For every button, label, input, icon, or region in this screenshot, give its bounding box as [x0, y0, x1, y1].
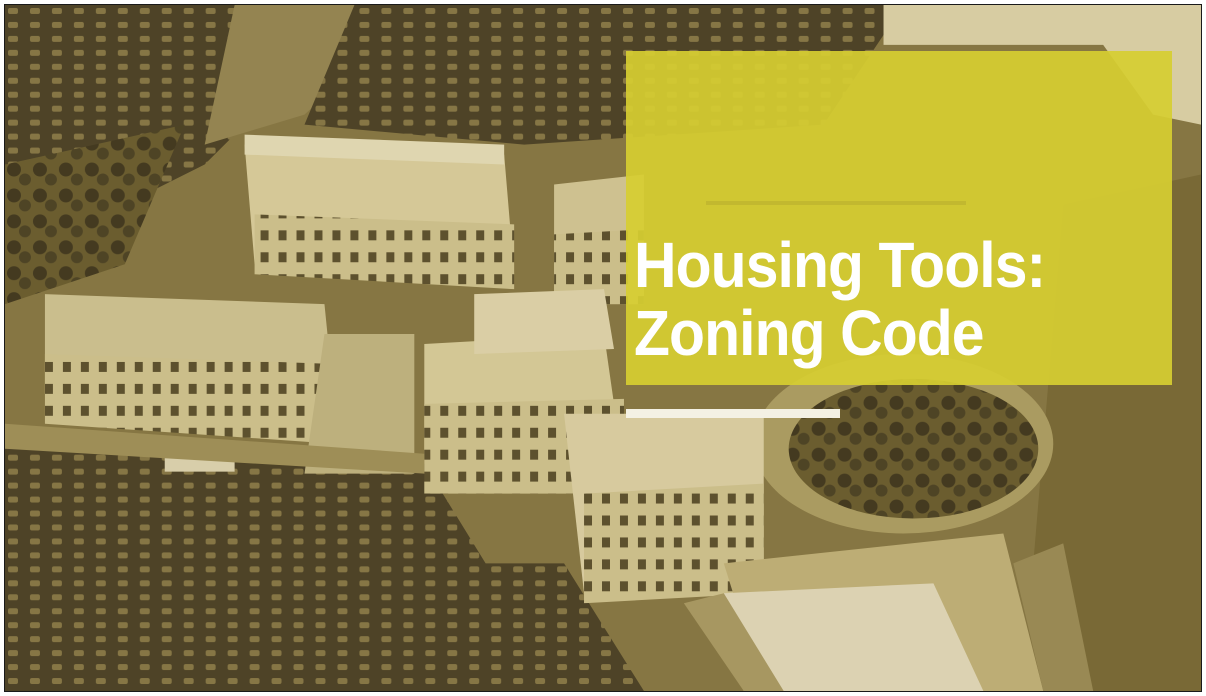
title-accent-line: [626, 409, 840, 418]
slide-title: Housing Tools: Zoning Code: [634, 229, 1046, 369]
title-panel: Housing Tools: Zoning Code: [626, 51, 1172, 385]
ghost-background-line: [706, 201, 966, 205]
slide-title-line-1: Housing Tools:: [634, 229, 1046, 301]
slide-frame: Housing Tools: Zoning Code: [4, 4, 1202, 692]
slide-title-line-2: Zoning Code: [634, 297, 985, 369]
